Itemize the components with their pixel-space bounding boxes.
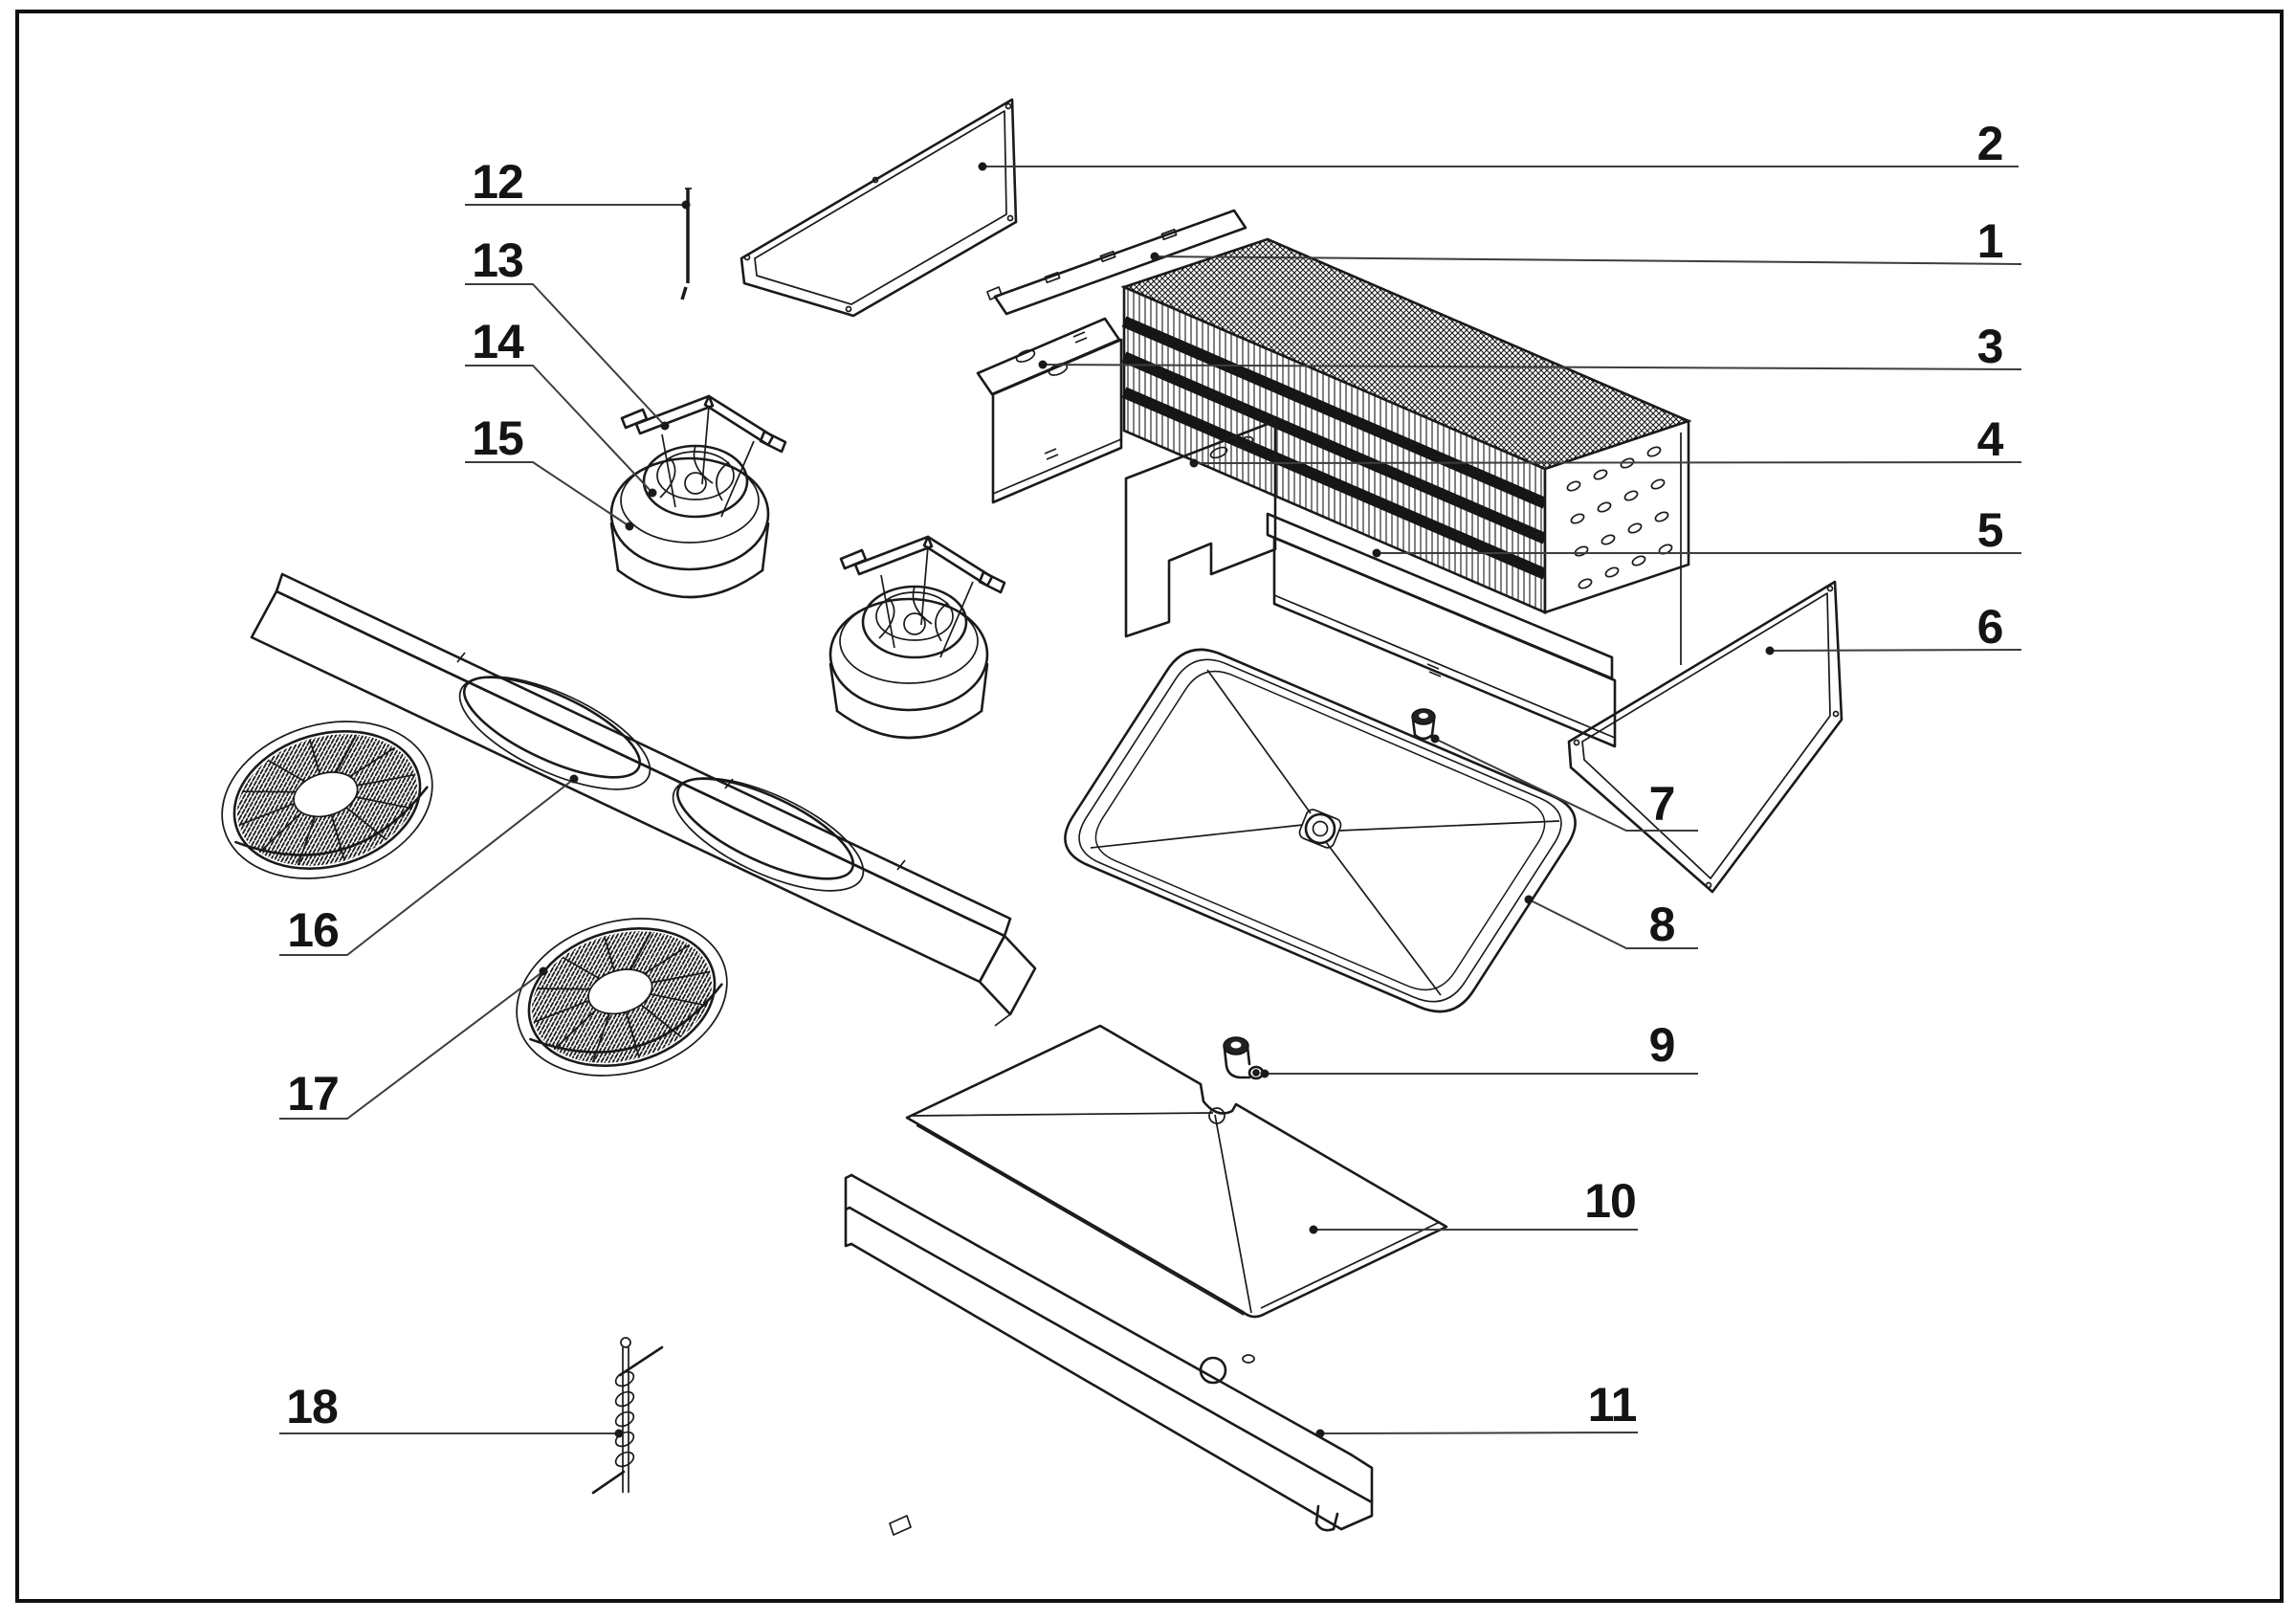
callout-7-dot [1430, 734, 1440, 744]
part-17-fan-grille-a [202, 696, 453, 904]
callout-6-label: 6 [1977, 600, 2003, 654]
tube-end [1593, 469, 1608, 480]
coil-tube-end-plate [1543, 419, 1690, 614]
part-9-drain-elbow [1223, 1036, 1265, 1080]
callout-15-dot [625, 522, 634, 531]
tube-end [1623, 490, 1639, 501]
callout-5-label: 5 [1977, 503, 2003, 557]
callout-2-label: 2 [1977, 117, 2003, 170]
callout-13-dot [660, 421, 670, 431]
part-16-fan-deck-panel [250, 572, 1037, 1027]
callout-2-dot [978, 162, 987, 171]
fan-assembly-2 [828, 535, 1006, 740]
callout-18-dot [614, 1429, 624, 1438]
callout-9-dot [1260, 1069, 1269, 1078]
callout-5-dot [1372, 548, 1381, 558]
callout-8-leader [1528, 899, 1698, 949]
callout-15-label: 15 [472, 411, 523, 465]
callout-11-label: 11 [1588, 1378, 1637, 1432]
callout-11-dot [1315, 1429, 1325, 1438]
callout-4-leader [1193, 461, 2022, 464]
tube-end [1570, 513, 1585, 524]
callout-3-leader [1042, 364, 2022, 370]
callout-14-dot [648, 488, 657, 498]
tube-end [1578, 578, 1593, 589]
tube-end [1654, 511, 1669, 522]
tube-end [1620, 457, 1635, 469]
part-7-drain-grommet [1411, 708, 1436, 741]
callout-10-dot [1309, 1225, 1318, 1234]
callout-9-label: 9 [1649, 1018, 1675, 1072]
fan-assembly-1 [609, 394, 787, 599]
callout-1-dot [1150, 252, 1159, 261]
callout-8-label: 8 [1649, 898, 1675, 951]
callout-17-label: 17 [287, 1067, 339, 1121]
part-3-left-bracket [976, 317, 1123, 504]
tube-end [1646, 446, 1662, 457]
callout-4-dot [1189, 458, 1199, 468]
callout-16-leader [279, 778, 575, 956]
callout-12-label: 12 [472, 155, 523, 209]
callout-16-dot [569, 774, 579, 784]
callout-7-label: 7 [1649, 777, 1675, 831]
tube-end [1604, 566, 1620, 578]
callout-18-label: 18 [286, 1380, 338, 1433]
callout-1-leader [1154, 255, 2022, 265]
callout-14-label: 14 [472, 315, 524, 368]
callout-17-leader [279, 970, 544, 1120]
callout-10-label: 10 [1584, 1174, 1636, 1228]
tube-end [1566, 480, 1581, 492]
callout-15-leader [465, 461, 630, 527]
part-18-heater-rod [591, 1337, 664, 1495]
callout-8-dot [1524, 895, 1534, 904]
part-17-fan-grille-b [497, 893, 747, 1101]
callout-12-dot [681, 200, 691, 210]
callout-4-label: 4 [1977, 412, 2004, 466]
part-1-mounting-rail [986, 209, 1247, 316]
part-8-drain-pan-upper [1064, 648, 1577, 1013]
part-evaporator-coil [1120, 237, 1692, 665]
part-2-top-panel [740, 98, 1018, 318]
callout-3-dot [1038, 360, 1048, 369]
callout-6-dot [1765, 646, 1775, 655]
part-6-right-side-panel [1567, 580, 1843, 894]
callout-14-leader [465, 365, 653, 494]
callout-3-label: 3 [1977, 320, 2003, 373]
callout-6-leader [1769, 649, 2022, 652]
part-10-drain-pan-lower [905, 1024, 1448, 1319]
tube-end [1627, 522, 1643, 534]
callout-16-label: 16 [287, 903, 339, 957]
part-11-bottom-channel [844, 1173, 1374, 1536]
callout-17-dot [539, 966, 548, 976]
callout-11-leader [1319, 1432, 1639, 1434]
tube-end [1650, 478, 1666, 490]
callout-7-leader [1434, 738, 1698, 832]
callout-1-label: 1 [1977, 214, 2003, 268]
part-5-lower-bracket [1266, 512, 1617, 748]
tube-end [1631, 555, 1646, 566]
tube-end [1601, 534, 1616, 545]
tube-end [1597, 501, 1612, 513]
callout-13-leader [465, 283, 666, 427]
coil-tube-ends [1566, 446, 1673, 589]
page-border [15, 10, 2284, 1603]
callout-13-label: 13 [472, 233, 523, 287]
